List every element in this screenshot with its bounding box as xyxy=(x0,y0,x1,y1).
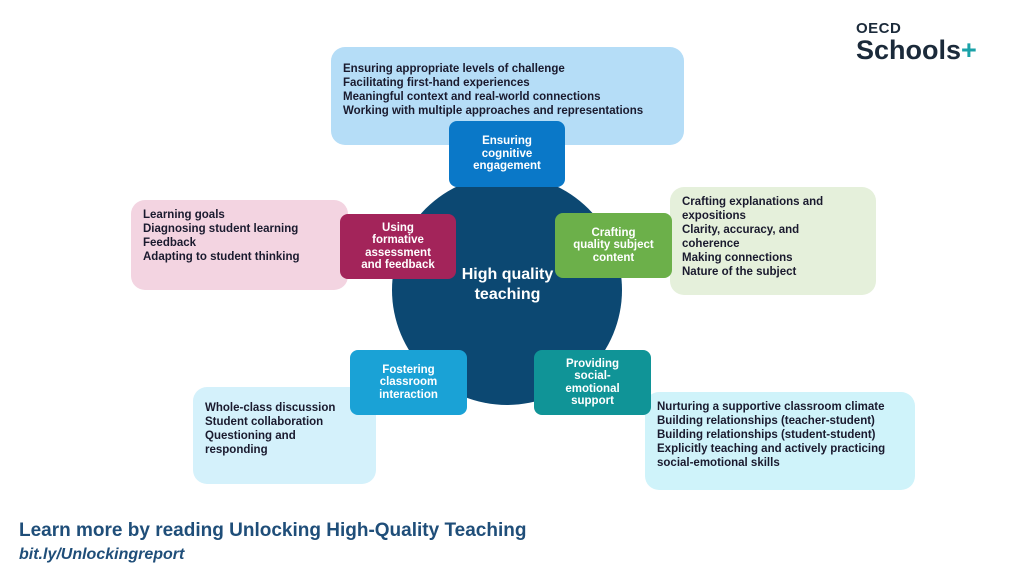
detail-item: Explicitly teaching and actively practic… xyxy=(657,443,886,469)
crafting-details: Crafting explanations and expositions Cl… xyxy=(670,187,876,295)
logo-line2: Schools+ xyxy=(856,35,977,65)
detail-item: Learning goals xyxy=(143,209,225,221)
footer-link[interactable]: bit.ly/Unlockingreport xyxy=(19,546,185,563)
node-crafting: Crafting quality subject content xyxy=(555,213,672,278)
detail-item: Crafting explanations and expositions xyxy=(682,196,824,222)
providing-details: Nurturing a supportive classroom climate… xyxy=(645,392,915,490)
detail-item: Making connections xyxy=(682,252,793,264)
node-formative: Using formative assessment and feedback xyxy=(340,214,456,279)
detail-item: Clarity, accuracy, and coherence xyxy=(682,224,800,250)
detail-item: Whole-class discussion xyxy=(205,402,336,414)
node-cognitive: Ensuring cognitive engagement xyxy=(449,121,565,187)
detail-item: Meaningful context and real-world connec… xyxy=(343,91,601,103)
detail-item: Facilitating first-hand experiences xyxy=(343,77,530,89)
detail-item: Questioning and responding xyxy=(205,430,296,456)
node-providing: Providing social- emotional support xyxy=(534,350,651,415)
fostering-details: Whole-class discussion Student collabora… xyxy=(193,387,376,484)
footer-title: Learn more by reading Unlocking High-Qua… xyxy=(19,520,527,541)
node-fostering: Fostering classroom interaction xyxy=(350,350,467,415)
detail-item: Nature of the subject xyxy=(682,266,797,278)
detail-item: Building relationships (teacher-student) xyxy=(657,415,875,427)
detail-item: Building relationships (student-student) xyxy=(657,429,876,441)
detail-item: Adapting to student thinking xyxy=(143,251,300,263)
detail-item: Nurturing a supportive classroom climate xyxy=(657,401,885,413)
detail-item: Diagnosing student learning xyxy=(143,223,299,235)
formative-details: Learning goals Diagnosing student learni… xyxy=(131,200,348,290)
detail-item: Feedback xyxy=(143,237,197,249)
logo-line1: OECD xyxy=(856,20,902,37)
detail-item: Student collaboration xyxy=(205,416,324,428)
detail-item: Working with multiple approaches and rep… xyxy=(343,105,644,117)
plus-icon: + xyxy=(961,35,977,65)
oecd-schools-logo: OECD Schools+ xyxy=(856,20,977,65)
center-label: High quality teaching xyxy=(461,266,554,303)
cognitive-details: Ensuring appropriate levels of challenge… xyxy=(331,47,684,145)
detail-item: Ensuring appropriate levels of challenge xyxy=(343,63,565,75)
